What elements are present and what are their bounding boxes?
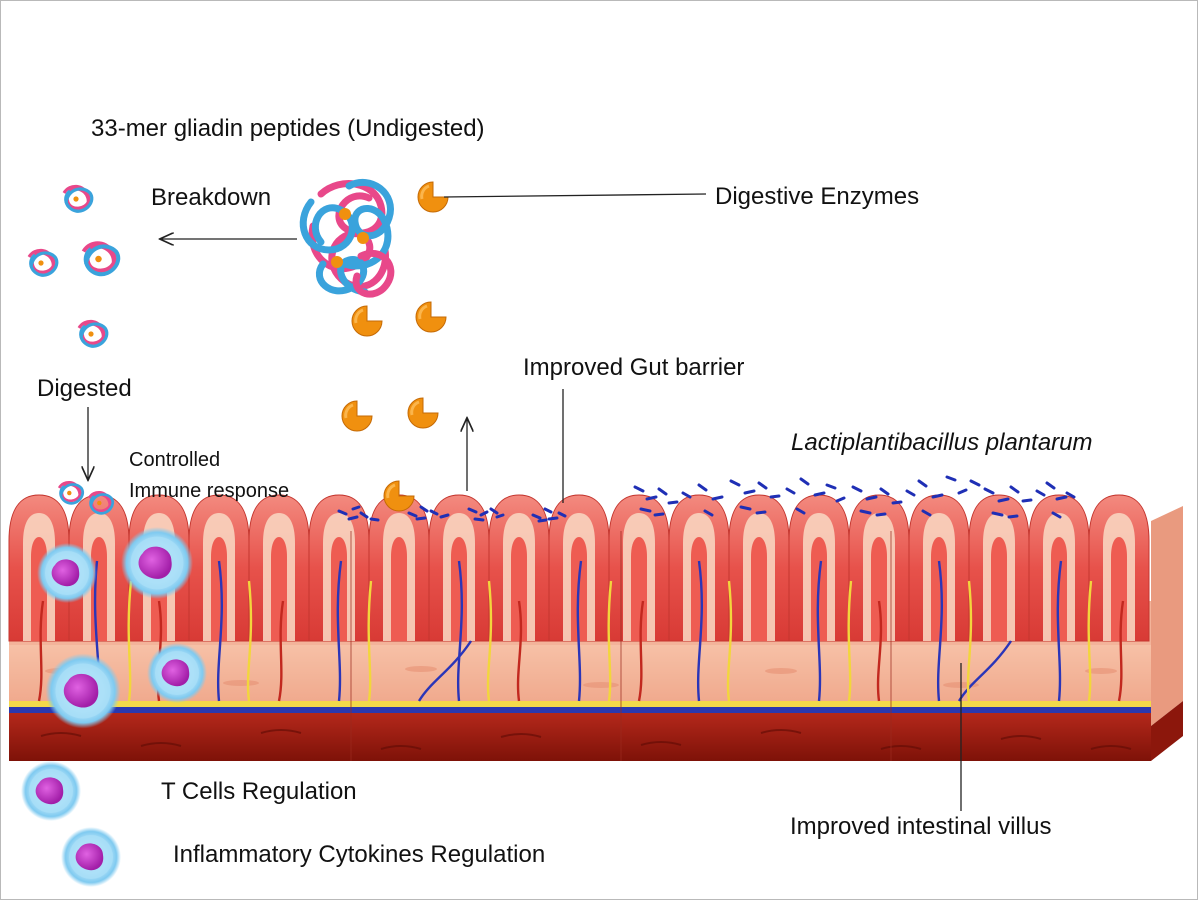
arrows (88, 193, 962, 811)
breakdown-label: Breakdown (151, 184, 272, 211)
digested-peptides (27, 184, 121, 515)
legend-t-cells-label: T Cells Regulation (161, 778, 357, 805)
enzyme-leader-line (443, 193, 707, 198)
immune-cell-icon (61, 827, 121, 887)
controlled-label: Controlled (129, 449, 221, 471)
bacteria-small-cluster (337, 505, 567, 523)
intestinal-tissue (8, 494, 1183, 761)
legend-cytokines-label: Inflammatory Cytokines Regulation (173, 841, 546, 868)
legend-icons (21, 761, 121, 887)
digestive-enzymes-label: Digestive Enzymes (715, 183, 920, 210)
digested-label: Digested (37, 375, 132, 402)
improved-villus-label: Improved intestinal villus (790, 813, 1052, 840)
undigested-label: 33-mer gliadin peptides (Undigested) (91, 115, 485, 142)
lactiplantibacillus-label: Lactiplantibacillus plantarum (791, 429, 1093, 456)
immune-response-label: Immune response (129, 480, 290, 502)
t-cell-icon (21, 761, 81, 821)
undigested-peptide-complex (299, 178, 395, 298)
bacteria-large-cluster (633, 475, 1076, 519)
bacteria-clusters (337, 475, 1076, 523)
improved-gut-barrier-label: Improved Gut barrier (523, 354, 745, 381)
